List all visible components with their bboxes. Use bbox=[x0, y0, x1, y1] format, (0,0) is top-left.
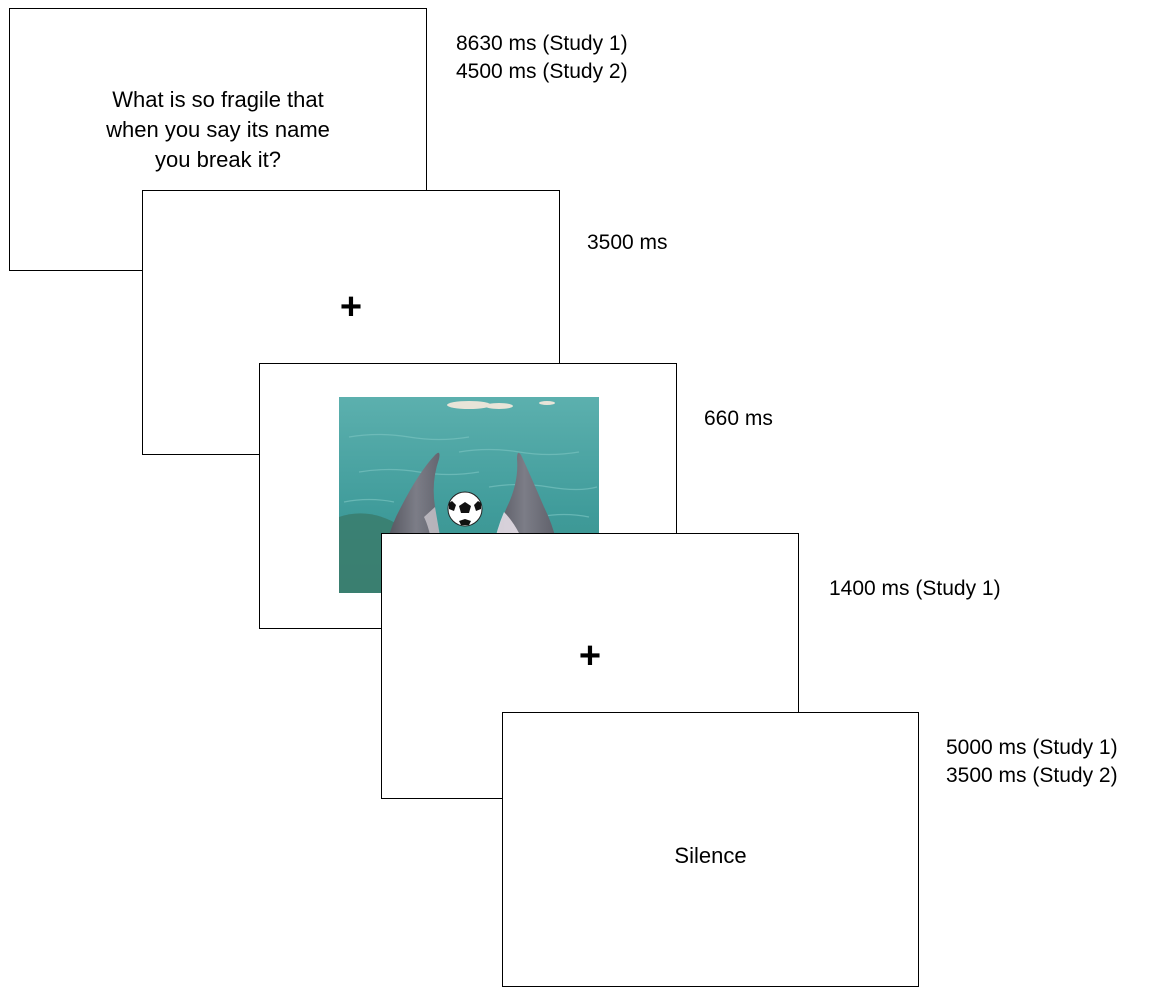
timing-line: 3500 ms (Study 2) bbox=[946, 764, 1118, 787]
timing-label-silence: 5000 ms (Study 1) 3500 ms (Study 2) bbox=[946, 734, 1118, 790]
silence-screen: Silence bbox=[502, 712, 919, 987]
timing-line: 3500 ms bbox=[587, 231, 668, 254]
fixation-cross-1: + bbox=[339, 286, 363, 328]
fixation-cross-2: + bbox=[578, 635, 602, 677]
timing-line: 660 ms bbox=[704, 407, 773, 430]
timing-label-fixation-1: 3500 ms bbox=[587, 229, 668, 257]
timing-label-question: 8630 ms (Study 1) 4500 ms (Study 2) bbox=[456, 30, 628, 86]
timing-line: 1400 ms (Study 1) bbox=[829, 577, 1001, 600]
question-text: What is so fragile that when you say its… bbox=[106, 87, 330, 172]
timing-line: 4500 ms (Study 2) bbox=[456, 60, 628, 83]
timing-line: 8630 ms (Study 1) bbox=[456, 32, 628, 55]
silence-text: Silence bbox=[674, 843, 747, 868]
timing-label-image: 660 ms bbox=[704, 405, 773, 433]
timing-line: 5000 ms (Study 1) bbox=[946, 736, 1118, 759]
timing-label-fixation-2: 1400 ms (Study 1) bbox=[829, 575, 1001, 603]
